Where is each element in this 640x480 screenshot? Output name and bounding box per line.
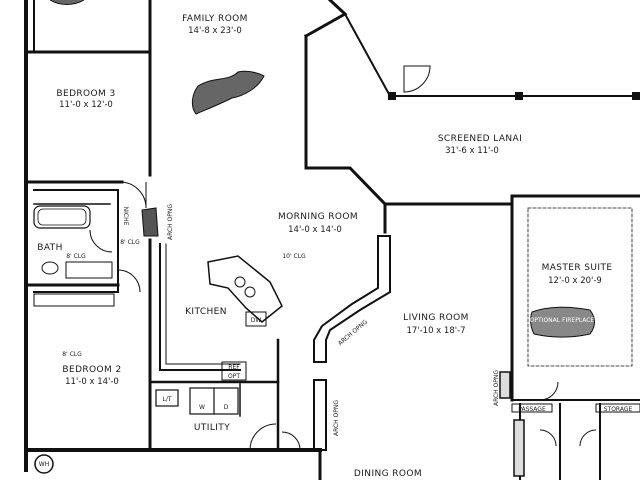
door-swing: [579, 429, 597, 447]
column: [632, 92, 640, 100]
screened-lanai-dims: 31'-6 x 11'-0: [445, 146, 499, 156]
column: [515, 92, 523, 100]
screened-lanai-name: SCREENED LANAI: [438, 134, 522, 144]
kitchen-name: KITCHEN: [185, 307, 227, 317]
bedroom3-name: BEDROOM 3: [56, 89, 115, 99]
door-swing: [403, 65, 431, 93]
door-swing: [539, 381, 559, 401]
ceiling-height-label: 8' CLG: [120, 239, 140, 246]
dryer-label: D: [224, 404, 229, 411]
kitchen-island: [207, 255, 283, 323]
utility-name: UTILITY: [194, 423, 230, 433]
walls: [24, 0, 640, 480]
living-room-dims: 17'-10 x 18'-7: [406, 326, 465, 336]
opt-label: OPT: [228, 373, 240, 380]
water-heater: [34, 454, 54, 474]
sink-bowl: [244, 286, 256, 298]
column: [388, 92, 396, 100]
fixtures: [33, 0, 595, 474]
living-room-name: LIVING ROOM: [403, 313, 469, 323]
optional-fireplace-marker: [530, 306, 595, 338]
washer-label: W: [199, 404, 205, 411]
door-swing: [119, 181, 147, 209]
bedroom2-dims: 11'-0 x 14'-0: [65, 377, 119, 387]
laundry-tub-label: L/T: [162, 396, 171, 403]
tray-ceiling: [527, 207, 633, 367]
door-swing: [539, 429, 557, 447]
optional-fireplace-label: OPTIONAL FIREPLACE: [530, 317, 595, 324]
niche-label: NICHE: [122, 207, 129, 226]
master-suite-dims: 12'-0 x 20'-9: [548, 276, 602, 286]
furniture-sketch: [49, 0, 85, 5]
wall: [303, 0, 348, 39]
storage-shelf: [511, 403, 553, 413]
dishwasher: [245, 311, 267, 327]
ref-label: REF: [228, 364, 240, 371]
family-room-dims: 14'-8 x 23'-0: [188, 26, 242, 36]
bedroom2-name: BEDROOM 2: [62, 365, 121, 375]
dw-label: DW: [251, 317, 262, 324]
laundry-tub: [155, 389, 179, 407]
door-swing: [249, 423, 277, 451]
arch-opening-label: ARCH OPNG: [493, 370, 500, 406]
room-labels: FAMILY ROOM 14'-8 x 23'-0 BEDROOM 3 11'-…: [37, 14, 612, 479]
family-room-name: FAMILY ROOM: [182, 14, 248, 24]
arch-opening-label: ARCH OPNG: [167, 204, 174, 240]
door-swing: [89, 229, 113, 253]
lanai-diagonal: [343, 12, 392, 98]
master-suite-name: MASTER SUITE: [542, 263, 613, 273]
water-heater-label: WH: [39, 461, 49, 468]
bathtub-inner: [37, 208, 87, 226]
bath-name: BATH: [37, 243, 63, 253]
door-swing: [117, 269, 141, 293]
door-swing: [281, 431, 301, 451]
hatched-wall: [499, 371, 511, 399]
morning-room-dims: 14'-0 x 14'-0: [288, 225, 342, 235]
kitchen-counter: [159, 243, 241, 371]
morning-room-name: MORNING ROOM: [278, 212, 358, 222]
hatched-wall: [313, 379, 327, 451]
doors: [89, 65, 597, 451]
storage-shelf: [595, 403, 640, 413]
dining-room-name: DINING ROOM: [354, 469, 422, 479]
morning-room-wall: [304, 34, 388, 207]
storage-label: PASSAGE: [518, 406, 546, 413]
furniture-sketch: [191, 70, 265, 115]
bathtub: [33, 205, 91, 229]
hatched-wall: [513, 419, 525, 477]
kitchen-counter-edge: [165, 243, 241, 365]
storage-label: STORAGE: [604, 406, 633, 413]
sink-bowl: [234, 276, 246, 288]
fireplace-niche: [141, 207, 159, 237]
toilet: [41, 261, 59, 275]
vanity: [65, 261, 113, 279]
ceiling-height-label: 8' CLG: [66, 253, 86, 260]
vanity-bedroom2: [33, 293, 115, 307]
bedroom3-dims: 11'-0 x 12'-0: [59, 100, 113, 110]
ceiling-height-label: 8' CLG: [62, 351, 82, 358]
refrigerator: [221, 361, 247, 381]
ceiling-height-label: 10' CLG: [282, 253, 306, 260]
arch-opening-label: ARCH OPNG: [333, 400, 340, 436]
hatched-wall: [313, 235, 391, 363]
